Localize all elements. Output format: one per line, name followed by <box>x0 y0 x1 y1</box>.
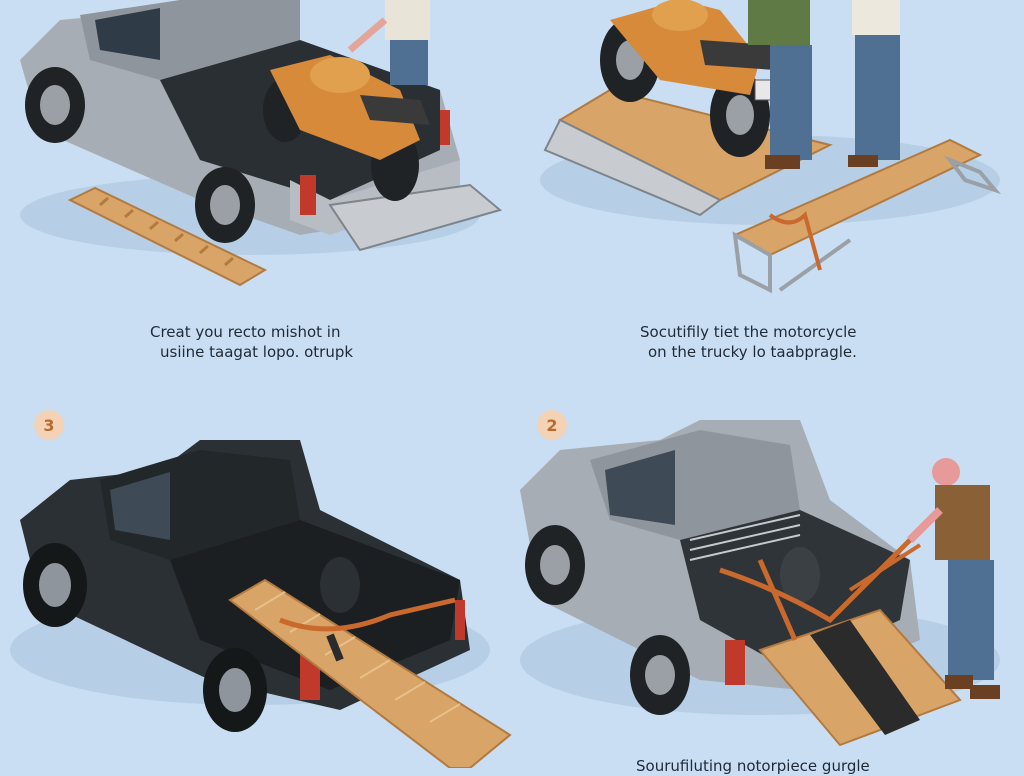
panel-2-caption-line-1: Socutifily tiet the motorcycle <box>640 323 857 341</box>
panel-3-step-badge: 3 <box>34 410 64 440</box>
panel-4-caption-line-1: Sourufiluting notorpiece gurgle <box>636 757 870 775</box>
panel-4-illustration <box>520 420 1000 747</box>
panel-4-step-badge: 2 <box>537 410 567 440</box>
panel-1-caption-line-2: usiine taagat lopo. otrupk <box>160 343 354 361</box>
panel-3-illustration <box>10 440 512 768</box>
panel-2-illustration <box>540 0 1002 294</box>
panel-2-caption-line-2: on the trucky lo taabpragle. <box>648 343 857 361</box>
panel-1-caption-line-1: Creat you recto mishot in <box>150 323 341 341</box>
panel-1-illustration <box>20 0 503 287</box>
